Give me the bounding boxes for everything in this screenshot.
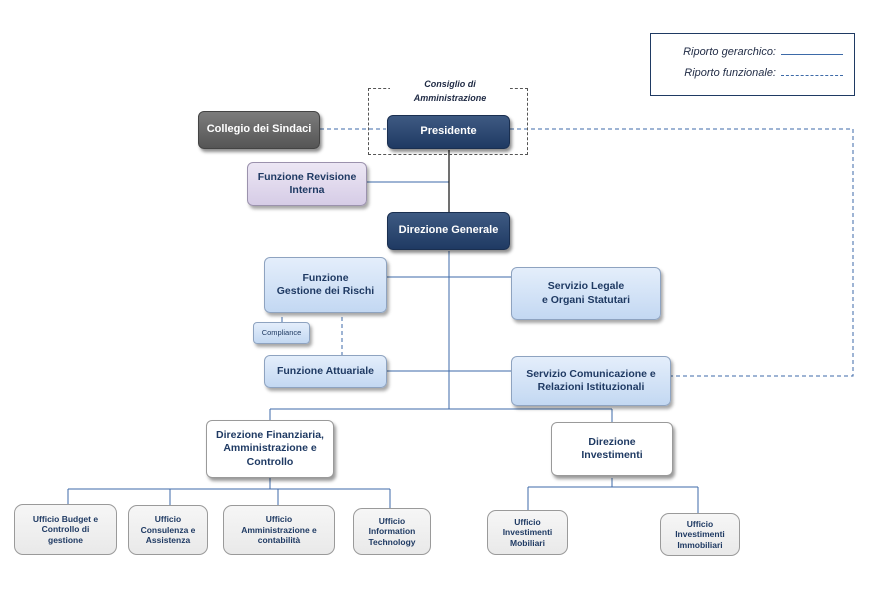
link-inv-bus: [528, 478, 698, 488]
node-servizio-legale: Servizio Legale e Organi Statutari: [511, 267, 661, 320]
legend-row-hierarchical: Riporto gerarchico:: [651, 46, 854, 62]
legend-row-functional: Riporto funzionale:: [651, 67, 854, 83]
node-ufficio-mobiliari: Ufficio Investimenti Mobiliari: [487, 510, 568, 555]
legend-label-hierarchical: Riporto gerarchico:: [683, 46, 776, 58]
node-ufficio-budget: Ufficio Budget e Controllo di gestione: [14, 504, 117, 555]
node-compliance: Compliance: [253, 322, 310, 344]
node-collegio-sindaci: Collegio dei Sindaci: [198, 111, 320, 149]
board-label: Consiglio di Amministrazione: [390, 78, 510, 105]
node-gestione-rischi: Funzione Gestione dei Rischi: [264, 257, 387, 313]
node-revisione-interna: Funzione Revisione Interna: [247, 162, 367, 206]
node-ufficio-it: Ufficio Information Technology: [353, 508, 431, 555]
legend-solid-line: [781, 54, 843, 55]
node-direzione-finanziaria: Direzione Finanziaria, Amministrazione e…: [206, 420, 334, 478]
functional-link-comunicazione: [510, 128, 854, 377]
node-direzione-investimenti: Direzione Investimenti: [551, 422, 673, 476]
node-direzione-generale: Direzione Generale: [387, 212, 510, 250]
node-presidente: Presidente: [387, 115, 510, 149]
node-attuariale: Funzione Attuariale: [264, 355, 387, 388]
node-comunicazione: Servizio Comunicazione e Relazioni Istit…: [511, 356, 671, 406]
node-ufficio-consulenza: Ufficio Consulenza e Assistenza: [128, 505, 208, 555]
node-ufficio-immobiliari: Ufficio Investimenti Immobiliari: [660, 513, 740, 556]
legend-label-functional: Riporto funzionale:: [684, 67, 776, 79]
legend: Riporto gerarchico: Riporto funzionale:: [650, 33, 855, 96]
legend-dashed-line: [781, 75, 843, 76]
node-ufficio-amministrazione: Ufficio Amministrazione e contabilità: [223, 505, 335, 555]
link-fin-bus: [68, 478, 390, 490]
